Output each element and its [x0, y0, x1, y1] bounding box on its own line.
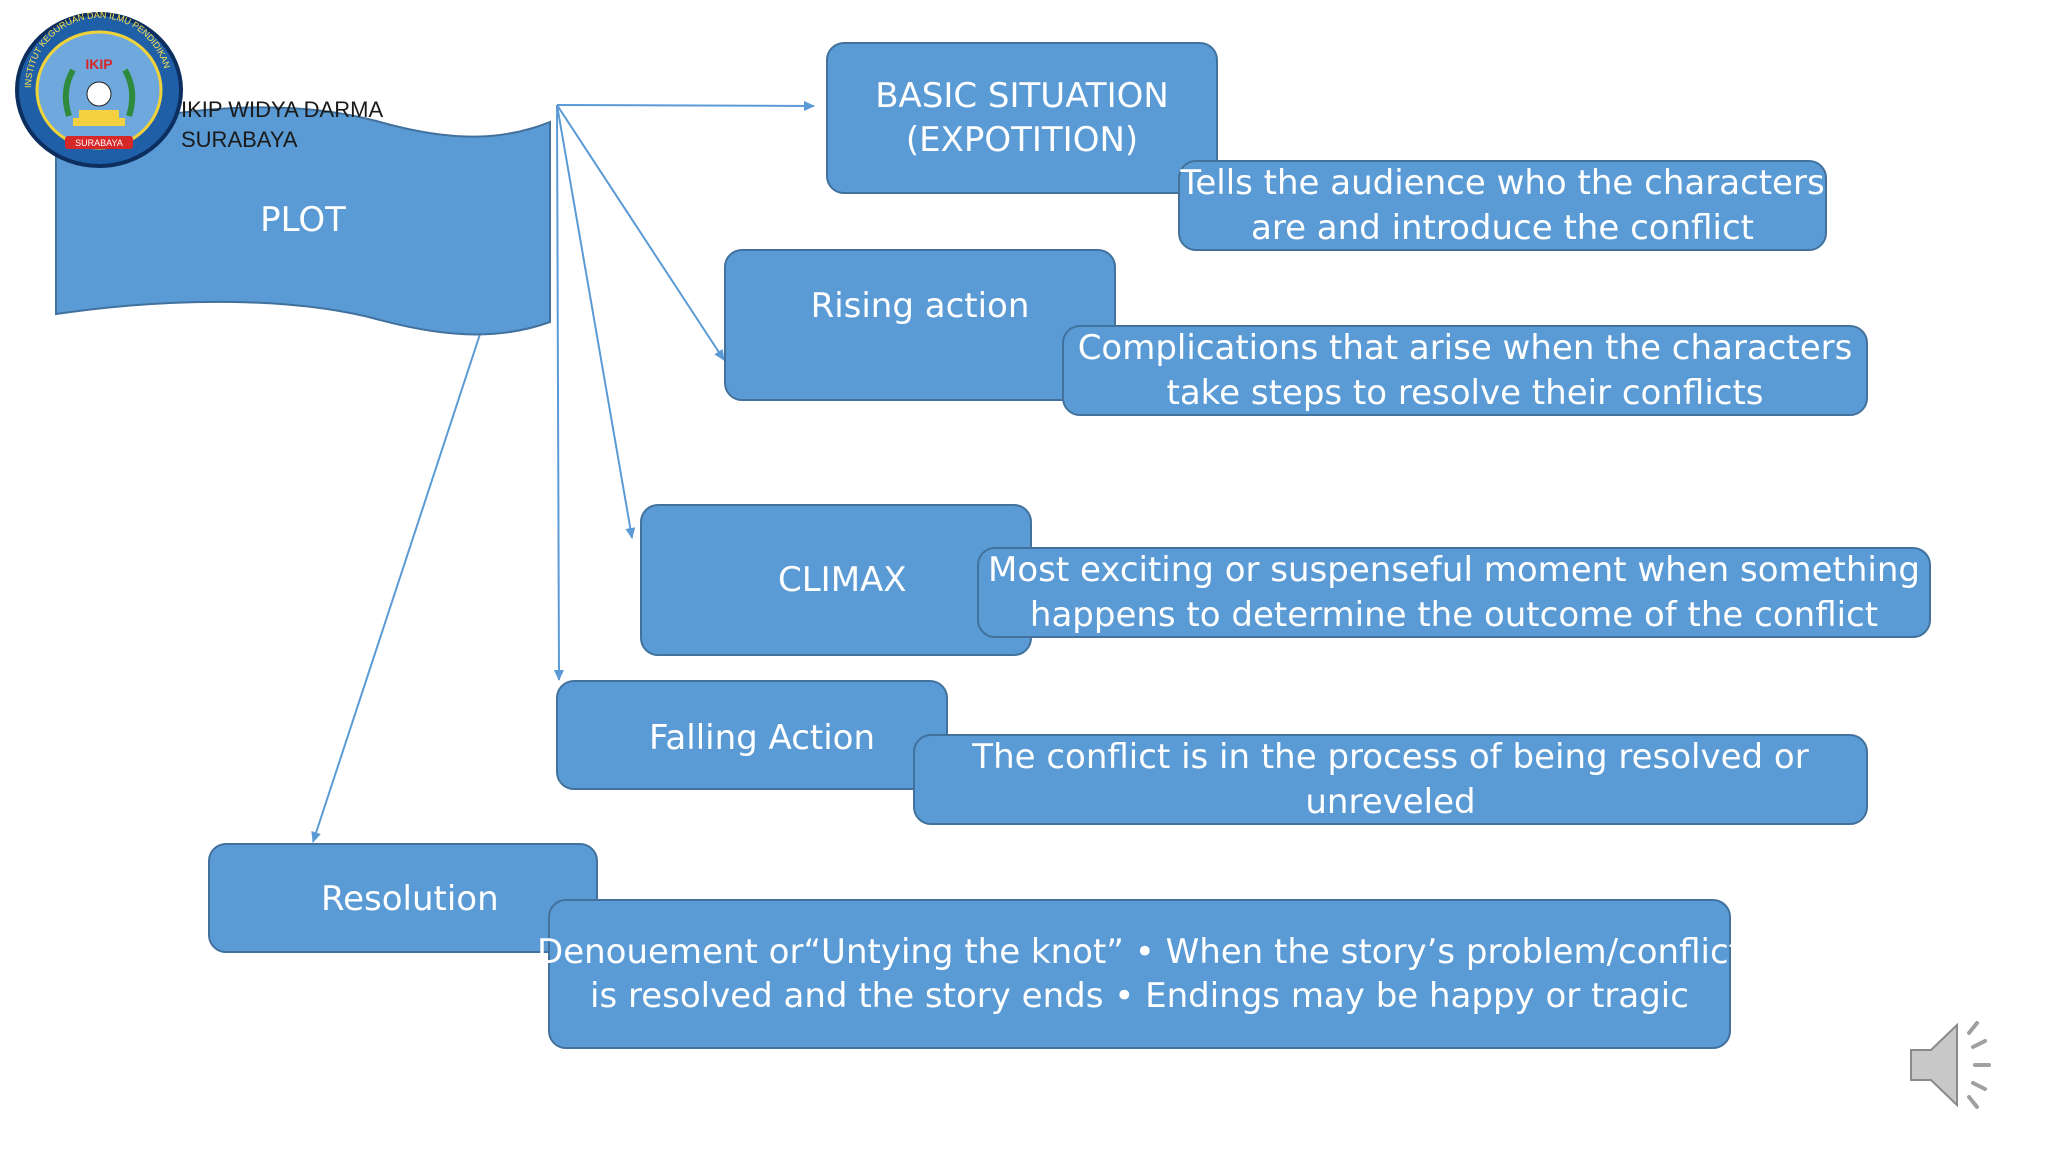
desc-basic-situation: Tells the audience who the characters ar…	[1178, 160, 1827, 251]
arrow-to-basic-situation	[556, 100, 815, 111]
node-climax-label: CLIMAX	[778, 559, 907, 600]
desc-rising-action-line-1: Complications that arise when the charac…	[1077, 328, 1853, 369]
desc-resolution-line-1: Denouement or“Untying the knot” • When t…	[537, 931, 1742, 972]
desc-rising-action: Complications that arise when the charac…	[1062, 325, 1868, 416]
arrow-to-rising-action	[556, 104, 725, 361]
arrow-to-climax	[556, 104, 636, 539]
node-falling-action-label: Falling Action	[649, 718, 876, 758]
desc-rising-action-line-2: take steps to resolve their conflicts	[1166, 372, 1764, 413]
node-basic-situation-line-2: (EXPOTITION)	[905, 120, 1139, 160]
desc-falling-action-line-2: unreveled	[1305, 781, 1476, 822]
node-rising-action: Rising action	[724, 249, 1116, 401]
logo-center-text: IKIP	[85, 56, 112, 72]
logo-bottom-text: SURABAYA	[75, 138, 123, 148]
school-name-line-1: IKIP WIDYA DARMA	[181, 97, 384, 122]
desc-climax: Most exciting or suspenseful moment when…	[977, 547, 1931, 638]
institution-seal-icon: INSTITUT KEGURUAN DAN ILMU PENDIDIKAN IK…	[15, 10, 183, 168]
arrow-to-resolution	[311, 324, 484, 843]
node-falling-action: Falling Action	[556, 680, 948, 790]
arrow-to-falling-action	[553, 104, 564, 681]
node-rising-action-label: Rising action	[810, 286, 1030, 326]
node-resolution: Resolution	[208, 843, 598, 953]
desc-falling-action-line-1: The conflict is in the process of being …	[972, 737, 1809, 778]
school-name-line-2: SURABAYA	[181, 127, 298, 152]
desc-basic-situation-line-2: are and introduce the conflict	[1251, 207, 1755, 248]
speaker-icon	[1910, 1021, 1991, 1109]
node-resolution-label: Resolution	[321, 879, 499, 919]
institution-logo: INSTITUT KEGURUAN DAN ILMU PENDIDIKAN IK…	[11, 6, 187, 172]
node-basic-situation-line-1: BASIC SITUATION	[875, 75, 1169, 116]
node-basic-situation: BASIC SITUATION (EXPOTITION)	[826, 42, 1218, 194]
desc-climax-line-2: happens to determine the outcome of the …	[1029, 594, 1879, 635]
desc-climax-line-1: Most exciting or suspenseful moment when…	[988, 550, 1920, 591]
desc-resolution: Denouement or“Untying the knot” • When t…	[537, 899, 1742, 1049]
desc-falling-action: The conflict is in the process of being …	[913, 734, 1868, 825]
plot-banner-shape	[55, 106, 551, 336]
desc-basic-situation-line-1: Tells the audience who the characters	[1180, 163, 1825, 204]
school-name: IKIP WIDYA DARMA SURABAYA	[181, 95, 383, 155]
audio-speaker-button[interactable]	[1905, 1015, 2015, 1119]
desc-resolution-line-2: is resolved and the story ends • Endings…	[590, 976, 1689, 1016]
node-climax: CLIMAX	[640, 504, 1032, 656]
plot-root-label: PLOT	[260, 200, 346, 240]
